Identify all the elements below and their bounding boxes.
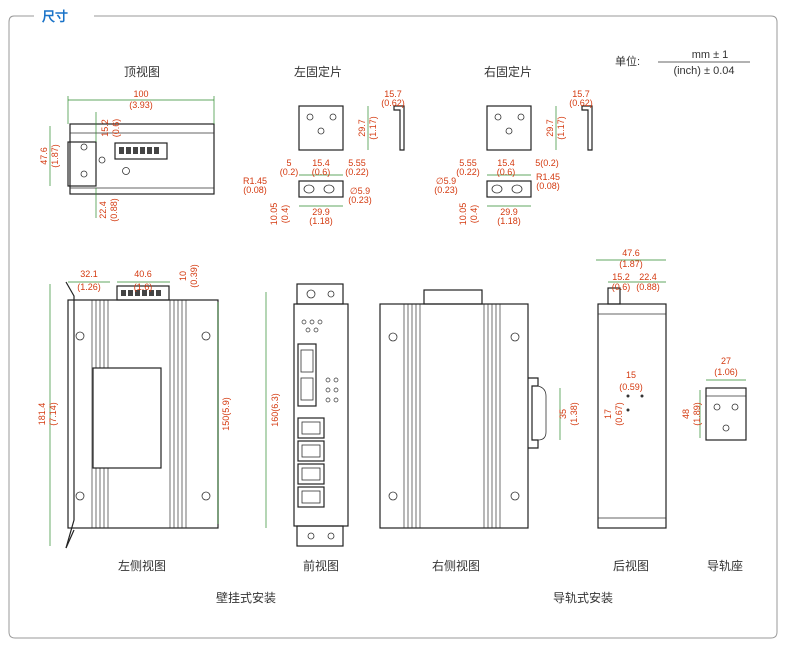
lb-b-in: (0.6) bbox=[312, 167, 331, 177]
front-height: 160(6.3) bbox=[270, 393, 280, 427]
units-denominator: (inch) ± 0.04 bbox=[673, 65, 734, 77]
top-depth-in: (1.87) bbox=[50, 144, 60, 168]
rail-width-mm: 27 bbox=[721, 356, 731, 366]
rail-height-mm: 48 bbox=[681, 409, 691, 419]
rear-d-mm: 17 bbox=[603, 409, 613, 419]
lb-flange-mm: 15.7 bbox=[384, 89, 402, 99]
view-title-right-side: 右侧视图 bbox=[432, 558, 480, 573]
rb-flange-mm: 15.7 bbox=[572, 89, 590, 99]
rail-width-in: (1.06) bbox=[714, 367, 738, 377]
lb-hole-mm: ∅5.9 bbox=[350, 186, 370, 196]
view-title-left-bracket: 左固定片 bbox=[294, 64, 342, 79]
right-side-view-drawing bbox=[379, 289, 561, 529]
rail-height-in: (1.89) bbox=[692, 402, 702, 426]
rb-hole-mm: ∅5.9 bbox=[436, 176, 456, 186]
lb-radius-mm: R1.45 bbox=[243, 176, 267, 186]
group-title-wall: 壁挂式安装 bbox=[216, 590, 276, 605]
top-offset-in: (0.6) bbox=[111, 119, 121, 138]
ls-c-in: (0.39) bbox=[189, 264, 199, 288]
lb-c-in: (0.22) bbox=[345, 167, 369, 177]
lb-a-mm: 5 bbox=[286, 158, 291, 168]
rear-b-mm: 22.4 bbox=[639, 272, 657, 282]
lb-hole-in: (0.23) bbox=[348, 195, 372, 205]
rb-e-mm: 29.9 bbox=[500, 207, 518, 217]
top-offset-mm: 15.2 bbox=[100, 119, 110, 137]
lb-flange-in: (0.62) bbox=[381, 98, 405, 108]
lb-a-in: (0.2) bbox=[280, 167, 299, 177]
rear-c-in: (0.59) bbox=[619, 382, 643, 392]
ls-b-mm: 40.6 bbox=[134, 269, 152, 279]
rb-b-in: (0.6) bbox=[497, 167, 516, 177]
lb-d-mm: 10.05 bbox=[269, 203, 279, 226]
rear-d-in: (0.67) bbox=[614, 402, 624, 426]
rear-view-drawing bbox=[596, 259, 667, 529]
top-rail-in: (0.88) bbox=[109, 198, 119, 222]
rb-a-in: (0.22) bbox=[456, 167, 480, 177]
view-title-front: 前视图 bbox=[303, 558, 339, 573]
rear-a-in: (0.6) bbox=[612, 282, 631, 292]
lb-radius-in: (0.08) bbox=[243, 185, 267, 195]
view-title-rear: 后视图 bbox=[613, 558, 649, 573]
view-title-rail-base: 导轨座 bbox=[707, 558, 743, 573]
top-depth-mm: 47.6 bbox=[39, 147, 49, 165]
rb-e-in: (1.18) bbox=[497, 216, 521, 226]
lb-e-in: (1.18) bbox=[309, 216, 333, 226]
rb-c-mm: 5(0.2) bbox=[535, 158, 559, 168]
ls-body-height: 150(5.9) bbox=[221, 397, 231, 431]
ls-a-in: (1.26) bbox=[77, 282, 101, 292]
lb-height-mm: 29.7 bbox=[357, 119, 367, 137]
left-bracket-drawing bbox=[298, 105, 405, 207]
units-label: 单位: bbox=[615, 54, 640, 68]
rear-width-in: (1.87) bbox=[619, 259, 643, 269]
lb-d-in: (0.4) bbox=[280, 205, 290, 224]
top-width-mm: 100 bbox=[133, 89, 148, 99]
rb-flange-in: (0.62) bbox=[569, 98, 593, 108]
rear-width-mm: 47.6 bbox=[622, 248, 640, 258]
ls-height-mm: 181.4 bbox=[37, 403, 47, 426]
rail-base-drawing bbox=[699, 379, 747, 441]
rb-height-mm: 29.7 bbox=[545, 119, 555, 137]
rb-b-mm: 15.4 bbox=[497, 158, 515, 168]
rb-a-mm: 5.55 bbox=[459, 158, 477, 168]
rear-c-mm: 15 bbox=[626, 370, 636, 380]
group-title-rail: 导轨式安装 bbox=[553, 590, 613, 605]
top-view-drawing bbox=[49, 96, 215, 218]
view-title-right-bracket: 右固定片 bbox=[484, 64, 532, 79]
ls-b-in: (1.6) bbox=[134, 282, 153, 292]
front-view-drawing bbox=[265, 283, 349, 547]
ls-height-in: (7.14) bbox=[48, 402, 58, 426]
rb-d-in: (0.4) bbox=[469, 205, 479, 224]
top-rail-mm: 22.4 bbox=[98, 201, 108, 219]
rs-rail-mm: 35 bbox=[558, 409, 568, 419]
rear-b-in: (0.88) bbox=[636, 282, 660, 292]
section-title: 尺寸 bbox=[42, 9, 68, 25]
rear-a-mm: 15.2 bbox=[612, 272, 630, 282]
lb-e-mm: 29.9 bbox=[312, 207, 330, 217]
top-width-in: (3.93) bbox=[129, 100, 153, 110]
rb-radius-in: (0.08) bbox=[536, 181, 560, 191]
lb-b-mm: 15.4 bbox=[312, 158, 330, 168]
rb-d-mm: 10.05 bbox=[458, 203, 468, 226]
rb-radius-mm: R1.45 bbox=[536, 172, 560, 182]
rb-hole-in: (0.23) bbox=[434, 185, 458, 195]
ls-a-mm: 32.1 bbox=[80, 269, 98, 279]
view-title-left-side: 左侧视图 bbox=[118, 558, 166, 573]
lb-height-in: (1.17) bbox=[368, 116, 378, 140]
sheet-frame bbox=[8, 15, 778, 639]
rb-height-in: (1.17) bbox=[556, 116, 566, 140]
view-title-top: 顶视图 bbox=[124, 64, 160, 79]
units-numerator: mm ± 1 bbox=[692, 49, 729, 61]
rs-rail-in: (1.38) bbox=[569, 402, 579, 426]
right-bracket-drawing bbox=[486, 105, 593, 207]
ls-c-mm: 10 bbox=[178, 271, 188, 281]
lb-c-mm: 5.55 bbox=[348, 158, 366, 168]
left-side-view-drawing bbox=[49, 281, 219, 549]
